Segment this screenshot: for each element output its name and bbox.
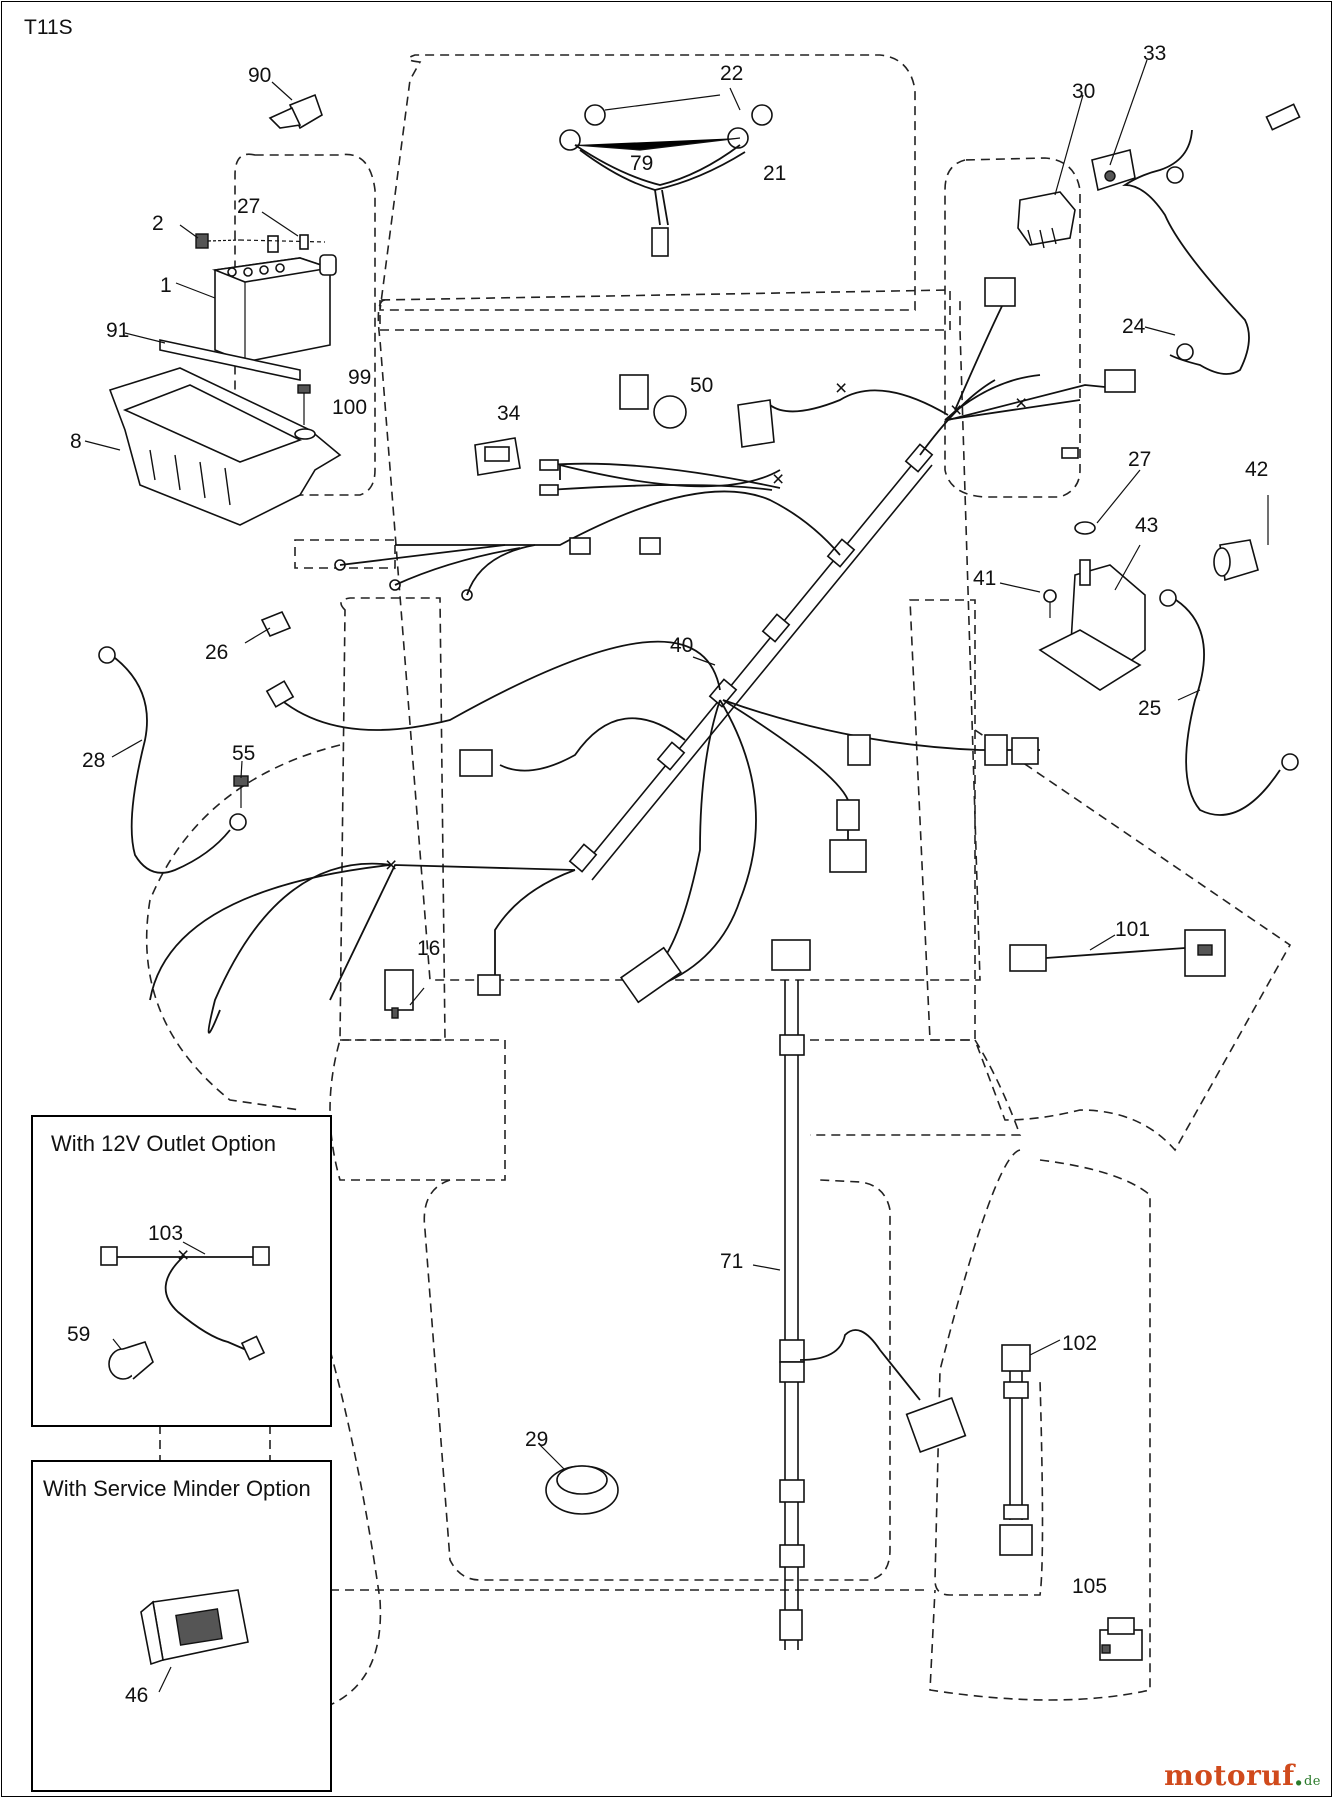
callout-46: 46 [125, 1684, 148, 1707]
callout-29: 29 [525, 1428, 548, 1451]
fuse-26 [260, 610, 292, 638]
inset-service-minder: With Service Minder Option 46 [31, 1460, 332, 1792]
callout-50: 50 [690, 374, 713, 397]
callout-103: 103 [148, 1222, 183, 1245]
callout-1: 1 [160, 274, 172, 297]
terminal-cover-90 [268, 93, 323, 130]
callout-27b: 27 [1128, 448, 1151, 471]
watermark-logo: motoruf.de [1164, 1759, 1321, 1792]
callout-102: 102 [1062, 1332, 1097, 1355]
callout-59: 59 [67, 1323, 90, 1346]
terminal-boot-42 [1213, 539, 1259, 582]
callout-40: 40 [670, 634, 693, 657]
callout-25: 25 [1138, 697, 1161, 720]
watermark-name: motoruf [1164, 1759, 1294, 1792]
switch-34 [474, 437, 521, 476]
callout-27: 27 [237, 195, 260, 218]
headlights-21-22 [559, 94, 773, 257]
connector-top [984, 277, 1136, 459]
bolt-2 [195, 233, 326, 250]
callout-33: 33 [1143, 42, 1166, 65]
svg-text:×: × [772, 468, 784, 491]
cable-28 [98, 646, 247, 874]
screw-99 [297, 384, 311, 425]
chassis-outline [145, 54, 1292, 1706]
diagram-id: T11S [24, 16, 73, 39]
callout-8: 8 [70, 430, 82, 453]
svg-text:×: × [950, 399, 962, 422]
harness-71 [771, 939, 967, 1650]
callout-labels: T11S 90 2 27 1 91 99 100 8 22 79 21 30 3… [24, 16, 1268, 1598]
callout-79: 79 [630, 152, 653, 175]
tray-8 [108, 367, 342, 526]
part-102-sensor [999, 1339, 1061, 1556]
service-minder-46: 46 [125, 1589, 249, 1707]
leader-lines [84, 59, 1269, 1471]
outlet-harness-103: × 103 59 [67, 1222, 270, 1380]
fuse-holder-50 [619, 374, 687, 429]
ignition-switch-30 [1017, 191, 1076, 249]
relay-16 [384, 969, 414, 1019]
watermark-tld: de [1303, 1774, 1321, 1789]
callout-22: 22 [720, 62, 743, 85]
callout-42: 42 [1245, 458, 1268, 481]
callout-90: 90 [248, 64, 271, 87]
screw-41 [1043, 589, 1057, 618]
inset-service-minder-title: With Service Minder Option [43, 1476, 311, 1501]
screw-55 [233, 775, 249, 808]
main-harness-40: × × × × × [149, 299, 1116, 1034]
callout-28: 28 [82, 749, 105, 772]
part-105-switch [1099, 1617, 1143, 1661]
callout-101: 101 [1115, 918, 1150, 941]
svg-text:×: × [177, 1244, 189, 1267]
label-plate [737, 399, 775, 448]
cable-24 [1122, 103, 1301, 375]
battery-1 [211, 235, 337, 363]
grommet-29 [545, 1465, 619, 1515]
cable-25 [1159, 589, 1299, 816]
callout-2: 2 [152, 212, 164, 235]
callout-91: 91 [106, 319, 129, 342]
callout-71: 71 [720, 1250, 743, 1273]
solenoid-43 [1038, 521, 1146, 691]
callout-100: 100 [332, 396, 367, 419]
svg-text:×: × [1015, 392, 1027, 415]
callout-55: 55 [232, 742, 255, 765]
svg-text:×: × [385, 854, 397, 877]
callout-24: 24 [1122, 315, 1146, 338]
nut-100 [294, 428, 316, 440]
svg-text:×: × [835, 377, 847, 400]
callout-21: 21 [763, 162, 786, 185]
callout-105: 105 [1072, 1575, 1107, 1598]
callout-41: 41 [973, 567, 996, 590]
callout-43: 43 [1135, 514, 1158, 537]
meter-101 [1009, 929, 1226, 977]
strap-91 [159, 339, 301, 381]
callout-30: 30 [1072, 80, 1095, 103]
callout-26: 26 [205, 641, 228, 664]
key-33 [1091, 149, 1136, 192]
inset-12v-outlet: With 12V Outlet Option × 103 59 [31, 1115, 332, 1427]
callout-16: 16 [417, 937, 440, 960]
callout-34: 34 [497, 402, 521, 425]
inset-12v-outlet-title: With 12V Outlet Option [51, 1131, 276, 1156]
callout-99: 99 [348, 366, 371, 389]
